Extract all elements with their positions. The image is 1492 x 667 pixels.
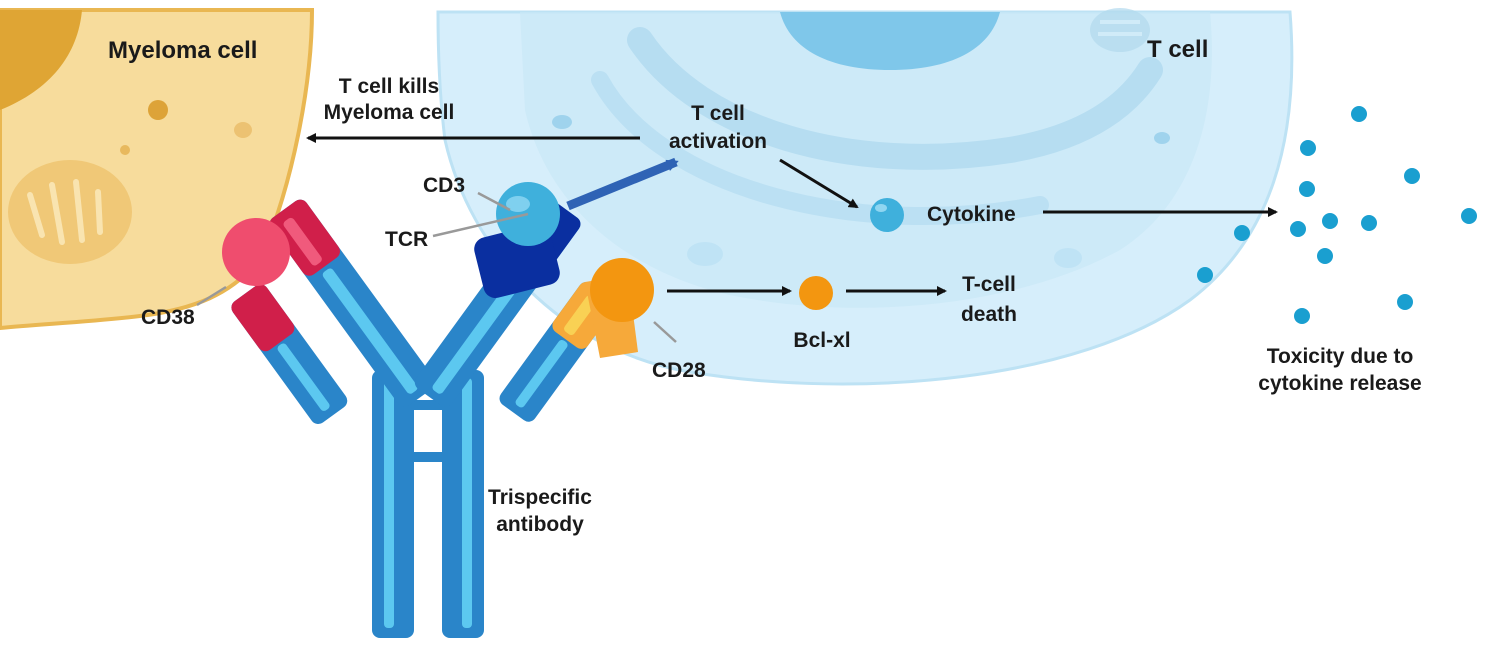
activation-arrow — [566, 157, 679, 211]
death-label-line1: T-cell — [962, 273, 1016, 296]
endoplasmic-reticulum-1 — [627, 27, 1163, 170]
cytokine-highlight — [875, 204, 887, 212]
myeloma-granule — [234, 122, 252, 138]
cd38-label: CD38 — [141, 306, 195, 329]
vesicle — [552, 115, 572, 129]
released-cytokines — [1197, 106, 1477, 324]
myeloma-granule — [120, 145, 130, 155]
cd3-label: CD3 — [423, 174, 465, 197]
cd28-label: CD28 — [652, 359, 706, 382]
vesicle — [1054, 248, 1082, 268]
t-cell-organelle — [1090, 8, 1150, 52]
cytokine-dot — [1197, 267, 1213, 283]
cytokine-dot — [1290, 221, 1306, 237]
t-cell-label: T cell — [1147, 36, 1208, 63]
vesicle — [687, 242, 723, 266]
toxicity-label-line1: Toxicity due to — [1267, 345, 1414, 368]
endoplasmic-reticulum-2 — [591, 71, 1049, 226]
tcr-leader-line — [432, 212, 529, 238]
cytokine-dot — [1351, 106, 1367, 122]
cytokine-dot — [1300, 140, 1316, 156]
cytokine-arrow — [779, 158, 859, 209]
cytokine-dot — [1294, 308, 1310, 324]
cytokine-label: Cytokine — [927, 203, 1016, 226]
cd3-highlight — [506, 196, 530, 212]
antibody-label-line2: antibody — [496, 513, 584, 536]
cytokine-dot — [1317, 248, 1333, 264]
bclxl-label: Bcl-xl — [793, 329, 850, 352]
kills-label-line1: T cell kills — [339, 75, 439, 98]
cytokine-molecule — [870, 198, 904, 232]
toxicity-label-line2: cytokine release — [1258, 372, 1421, 395]
myeloma-nucleus — [0, 10, 82, 110]
tcr-label: TCR — [385, 228, 428, 251]
cytokine-dot — [1361, 215, 1377, 231]
cd28-receptor — [590, 258, 654, 322]
cytokine-dot — [1404, 168, 1420, 184]
bclxl-molecule — [799, 276, 833, 310]
antibody-label-line1: Trispecific — [488, 486, 592, 509]
cytokine-dot — [1299, 181, 1315, 197]
cytokine-dot — [1461, 208, 1477, 224]
myeloma-granule — [148, 100, 168, 120]
cytokine-dot — [1234, 225, 1250, 241]
cd3-leader-line — [477, 191, 511, 212]
cytokine-dot — [1322, 213, 1338, 229]
cd28-leader-line — [653, 321, 677, 343]
cd38-leader-line — [196, 285, 227, 307]
activation-label-line2: activation — [669, 130, 767, 153]
nucleus — [780, 12, 1000, 70]
activation-label-line1: T cell — [691, 102, 745, 125]
mitochondrion — [8, 160, 132, 264]
myeloma-cell-label: Myeloma cell — [108, 37, 257, 64]
death-label-line2: death — [961, 303, 1017, 326]
kills-label-line2: Myeloma cell — [324, 101, 455, 124]
vesicle — [1154, 132, 1170, 144]
cytokine-dot — [1397, 294, 1413, 310]
cd38-antigen — [222, 218, 290, 286]
